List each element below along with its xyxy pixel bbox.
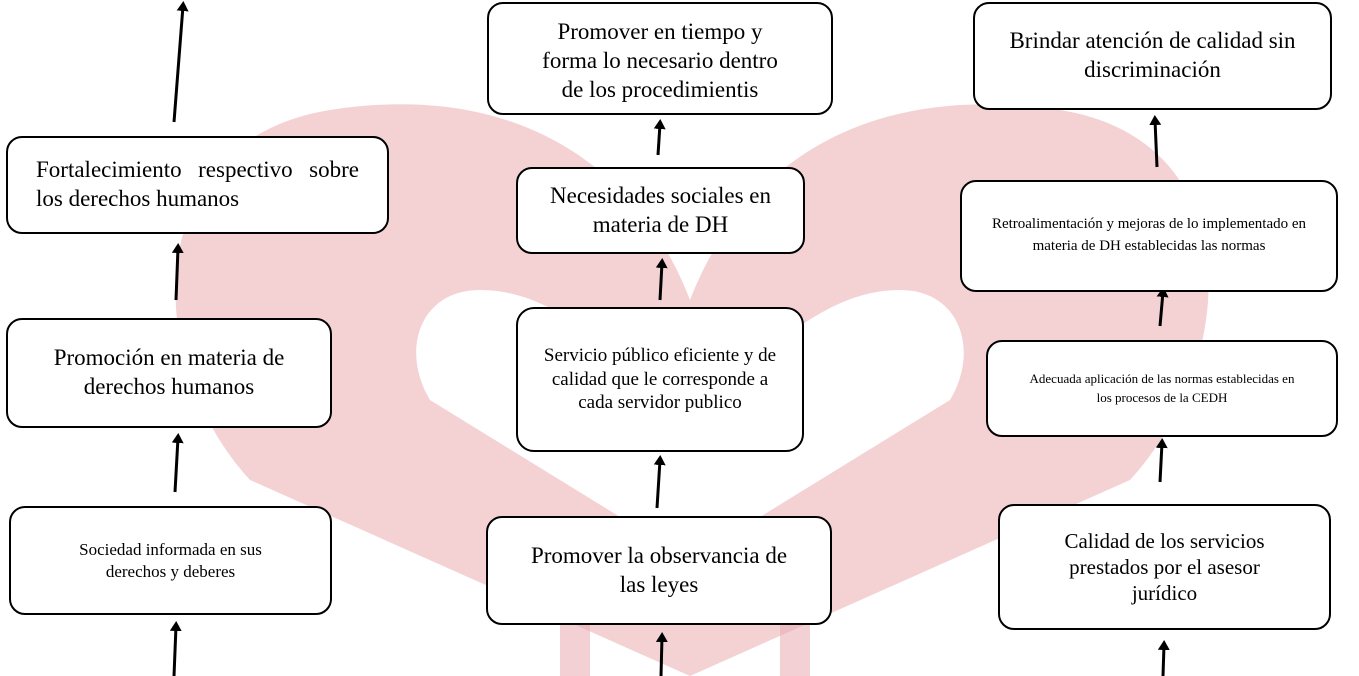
box-brindar-atencion: Brindar atención de calidad sin discrimi… [973, 2, 1332, 110]
box-retroalimentacion: Retroalimentación y mejoras de lo implem… [960, 180, 1338, 292]
box-promocion-derechos: Promoción en materia de derechos humanos [6, 318, 332, 428]
box-text: Calidad de los servicios prestados por e… [1064, 528, 1265, 606]
box-text: Promover en tiempo y forma lo necesario … [542, 19, 778, 102]
box-text: Brindar atención de calidad sin discrimi… [1009, 28, 1296, 82]
box-necesidades-sociales: Necesidades sociales en materia de DH [516, 167, 805, 254]
box-text: Fortalecimiento respectivo sobre los der… [36, 157, 359, 211]
box-fortalecimiento: Fortalecimiento respectivo sobre los der… [6, 136, 389, 234]
box-text: Promoción en materia de derechos humanos [53, 345, 285, 399]
box-text: Adecuada aplicación de las normas establ… [1029, 370, 1295, 405]
box-text: Servicio público eficiente y de calidad … [543, 344, 777, 414]
box-text: Promover la observancia de las leyes [530, 542, 788, 597]
box-adecuada-aplicacion: Adecuada aplicación de las normas establ… [986, 340, 1338, 437]
box-promover-observancia: Promover la observancia de las leyes [486, 516, 832, 625]
box-text: Retroalimentación y mejoras de lo implem… [991, 216, 1307, 254]
box-text: Necesidades sociales en materia de DH [550, 182, 771, 237]
box-text: Sociedad informada en sus derechos y deb… [79, 540, 262, 581]
box-sociedad-informada: Sociedad informada en sus derechos y deb… [9, 506, 332, 615]
box-servicio-publico: Servicio público eficiente y de calidad … [516, 307, 804, 452]
box-promover-tiempo: Promover en tiempo y forma lo necesario … [487, 2, 833, 115]
box-calidad-servicios: Calidad de los servicios prestados por e… [998, 504, 1331, 630]
